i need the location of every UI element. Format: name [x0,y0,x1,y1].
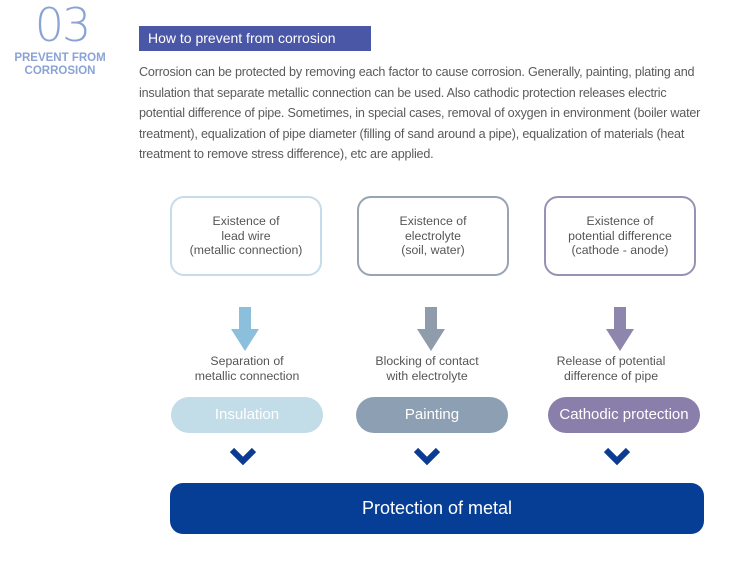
factor-text: Existence of [399,214,467,229]
description: Corrosion can be protected by removing e… [139,62,737,165]
arrow-down-icon [417,307,445,351]
factor-box-electrolyte: Existence of electrolyte (soil, water) [357,196,509,276]
factor-text: Existence of [586,214,654,229]
section-label-line2: CORROSION [24,65,96,77]
action-text: Blocking of contact [375,354,479,368]
factor-box-potential-difference: Existence of potential difference (catho… [544,196,696,276]
factor-text: lead wire [221,228,271,243]
section-label: PREVENT FROM CORROSION [8,52,112,78]
action-text: Separation of [210,354,284,368]
action-text: Release of potential [556,354,666,368]
description-line: Corrosion can be protected by removing e… [139,65,695,79]
section-label-line1: PREVENT FROM [14,52,106,64]
method-insulation: Insulation [171,397,323,433]
description-line: potential difference of pipe. Sometimes,… [139,106,701,121]
section-number: 03 [34,0,92,52]
factor-text: electrolyte [404,228,462,243]
section-heading: How to prevent from corrosion [139,26,371,51]
chevron-down-icon [603,447,631,466]
description-line: insulation that separate metallic connec… [139,85,667,100]
action-label-separation: Separation of metallic connection [152,354,342,383]
description-line: treatment), equalization of pipe diamete… [139,126,685,141]
factor-text: (metallic connection) [189,243,303,258]
method-cathodic-protection: Cathodic protection [548,397,700,433]
factor-text: (soil, water) [401,243,465,258]
chevron-down-icon [413,447,441,466]
arrow-down-icon [606,307,634,351]
action-text: with electrolyte [386,368,468,383]
factor-text: potential difference [568,228,672,243]
method-painting: Painting [356,397,508,433]
action-label-blocking: Blocking of contact with electrolyte [332,354,522,383]
action-text: metallic connection [194,368,300,383]
chevron-down-icon [229,447,257,466]
description-line: treatment to remove stress difference), … [139,147,434,162]
action-label-release: Release of potential difference of pipe [516,354,706,383]
result-box: Protection of metal [170,483,704,534]
action-text: difference of pipe [563,368,659,383]
factor-text: Existence of [212,214,280,229]
factor-box-lead-wire: Existence of lead wire (metallic connect… [170,196,322,276]
arrow-down-icon [231,307,259,351]
factor-text: (cathode - anode) [571,243,669,258]
